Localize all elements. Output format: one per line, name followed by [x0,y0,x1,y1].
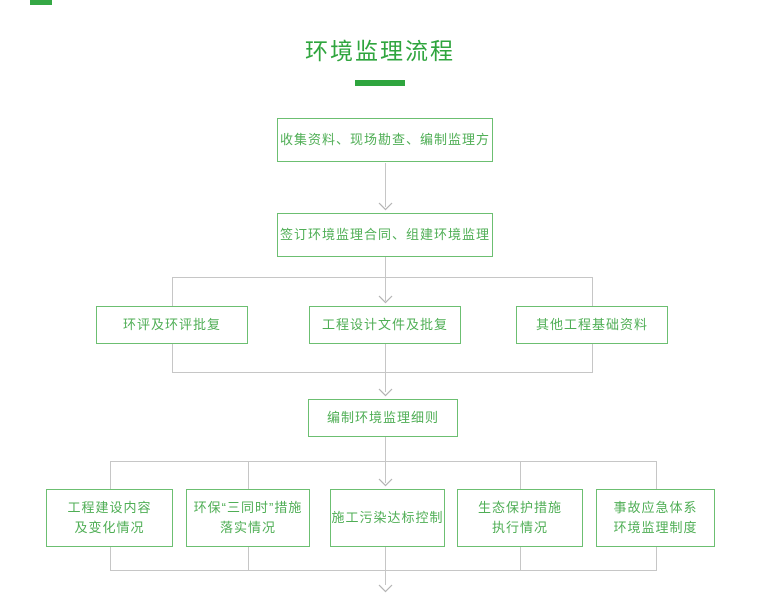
flow-input-eia-approval: 环评及环评批复 [96,306,248,344]
connector-line [385,547,386,585]
arrow-down-icon [378,584,393,593]
flow-task-line: 执行情况 [491,520,548,535]
arrow-down-icon [378,202,393,211]
connector-line [385,257,386,277]
flow-task-emergency-system: 事故应急体系 环境监理制度 [596,489,715,547]
top-left-accent-bar [30,0,52,5]
connector-line [172,372,593,373]
connector-line [520,461,521,489]
title-underline [355,80,405,86]
connector-line [248,461,249,489]
connector-line [110,547,111,570]
flow-step-label: 工程设计文件及批复 [321,316,448,332]
flow-task-line: 事故应急体系 [613,499,698,515]
arrow-down-icon [378,295,393,304]
flow-task-line: 环境监理制度 [613,520,698,535]
flow-task-line: 工程建设内容 [67,499,152,515]
flow-task-pollution-control: 施工污染达标控制 [330,489,445,547]
flow-step-sign-contract: 签订环境监理合同、组建环境监理 [277,213,493,257]
flow-task-line: 施工污染达标控制 [331,509,444,525]
flow-task-line: 落实情况 [219,520,276,535]
connector-line [110,461,657,462]
connector-line [385,461,386,483]
connector-line [248,547,249,570]
connector-line [110,570,657,571]
flow-step-label: 其他工程基础资料 [535,316,648,332]
flow-step-label: 收集资料、现场勘查、编制监理方 [279,131,490,147]
connector-line [385,344,386,392]
flow-step-label: 签订环境监理合同、组建环境监理 [279,226,490,242]
flow-input-design-documents: 工程设计文件及批复 [309,306,461,344]
flow-task-line: 及变化情况 [74,520,145,535]
connector-line [656,461,657,489]
flow-task-construction-changes: 工程建设内容 及变化情况 [46,489,173,547]
flow-step-label: 环评及环评批复 [122,316,221,332]
flow-step-supervision-rules: 编制环境监理细则 [308,399,458,437]
connector-line [172,277,593,278]
connector-line [385,277,386,301]
page-title: 环境监理流程 [305,38,455,64]
flow-task-ecological-protection: 生态保护措施 执行情况 [457,489,583,547]
flow-task-three-simultaneous: 环保“三同时”措施 落实情况 [186,489,310,547]
flow-step-label: 编制环境监理细则 [326,409,439,425]
connector-line [656,547,657,570]
connector-line [385,437,386,461]
connector-line [385,163,386,207]
arrow-down-icon [378,388,393,397]
connector-line [110,461,111,489]
flow-task-line: 环保“三同时”措施 [193,499,303,515]
flow-step-collect-materials: 收集资料、现场勘查、编制监理方 [277,118,493,162]
arrow-down-icon [378,478,393,487]
connector-line [520,547,521,570]
flow-task-line: 生态保护措施 [477,499,562,515]
flow-input-other-materials: 其他工程基础资料 [516,306,668,344]
